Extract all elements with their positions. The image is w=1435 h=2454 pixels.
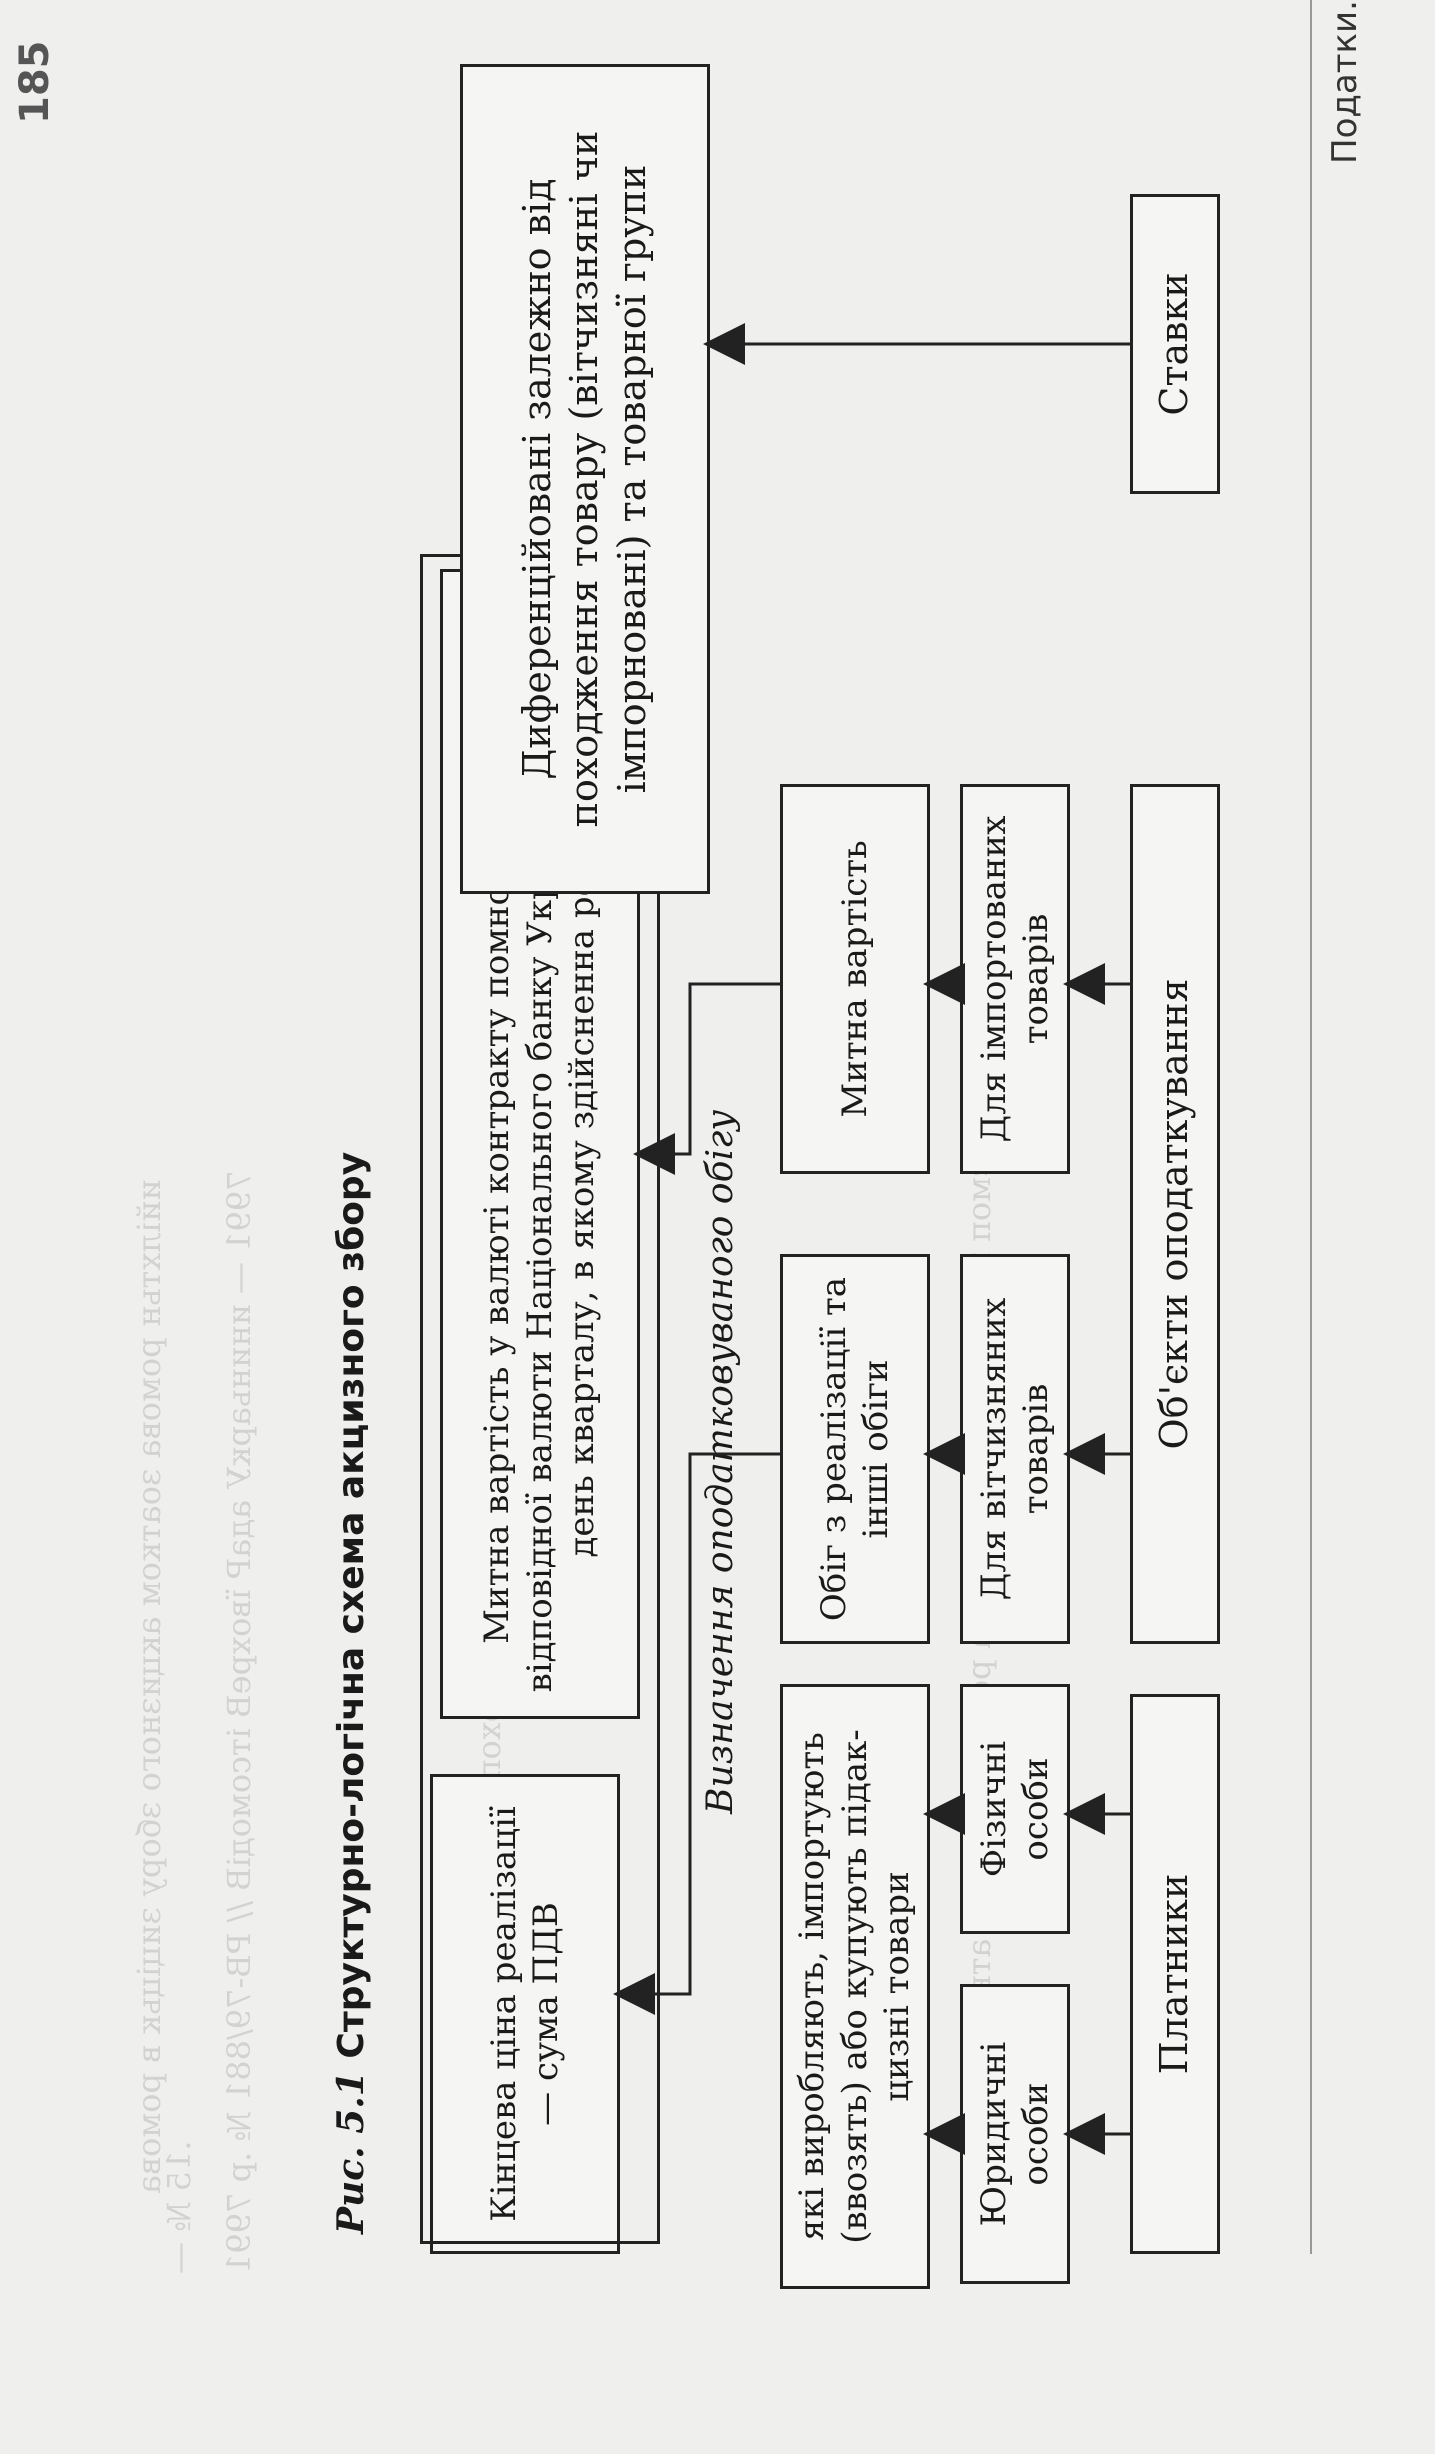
figure-caption-text: Структурно-логічна схема акцизного збору — [331, 1151, 372, 2059]
figure-caption: Рис. 5.1 Структурно-логічна схема акцизн… — [330, 1152, 372, 2234]
show-through-text: 7991 — ининьаркУ адаР ївохреВ ітсомодіВ … — [220, 1170, 258, 2274]
show-through-text: .15 № — — [160, 2140, 198, 2274]
arrow-customs-currency — [633, 982, 780, 1175]
arrow-turnover-final — [613, 1452, 780, 2015]
figure-caption-prefix: Рис. 5.1 — [330, 2071, 372, 2234]
